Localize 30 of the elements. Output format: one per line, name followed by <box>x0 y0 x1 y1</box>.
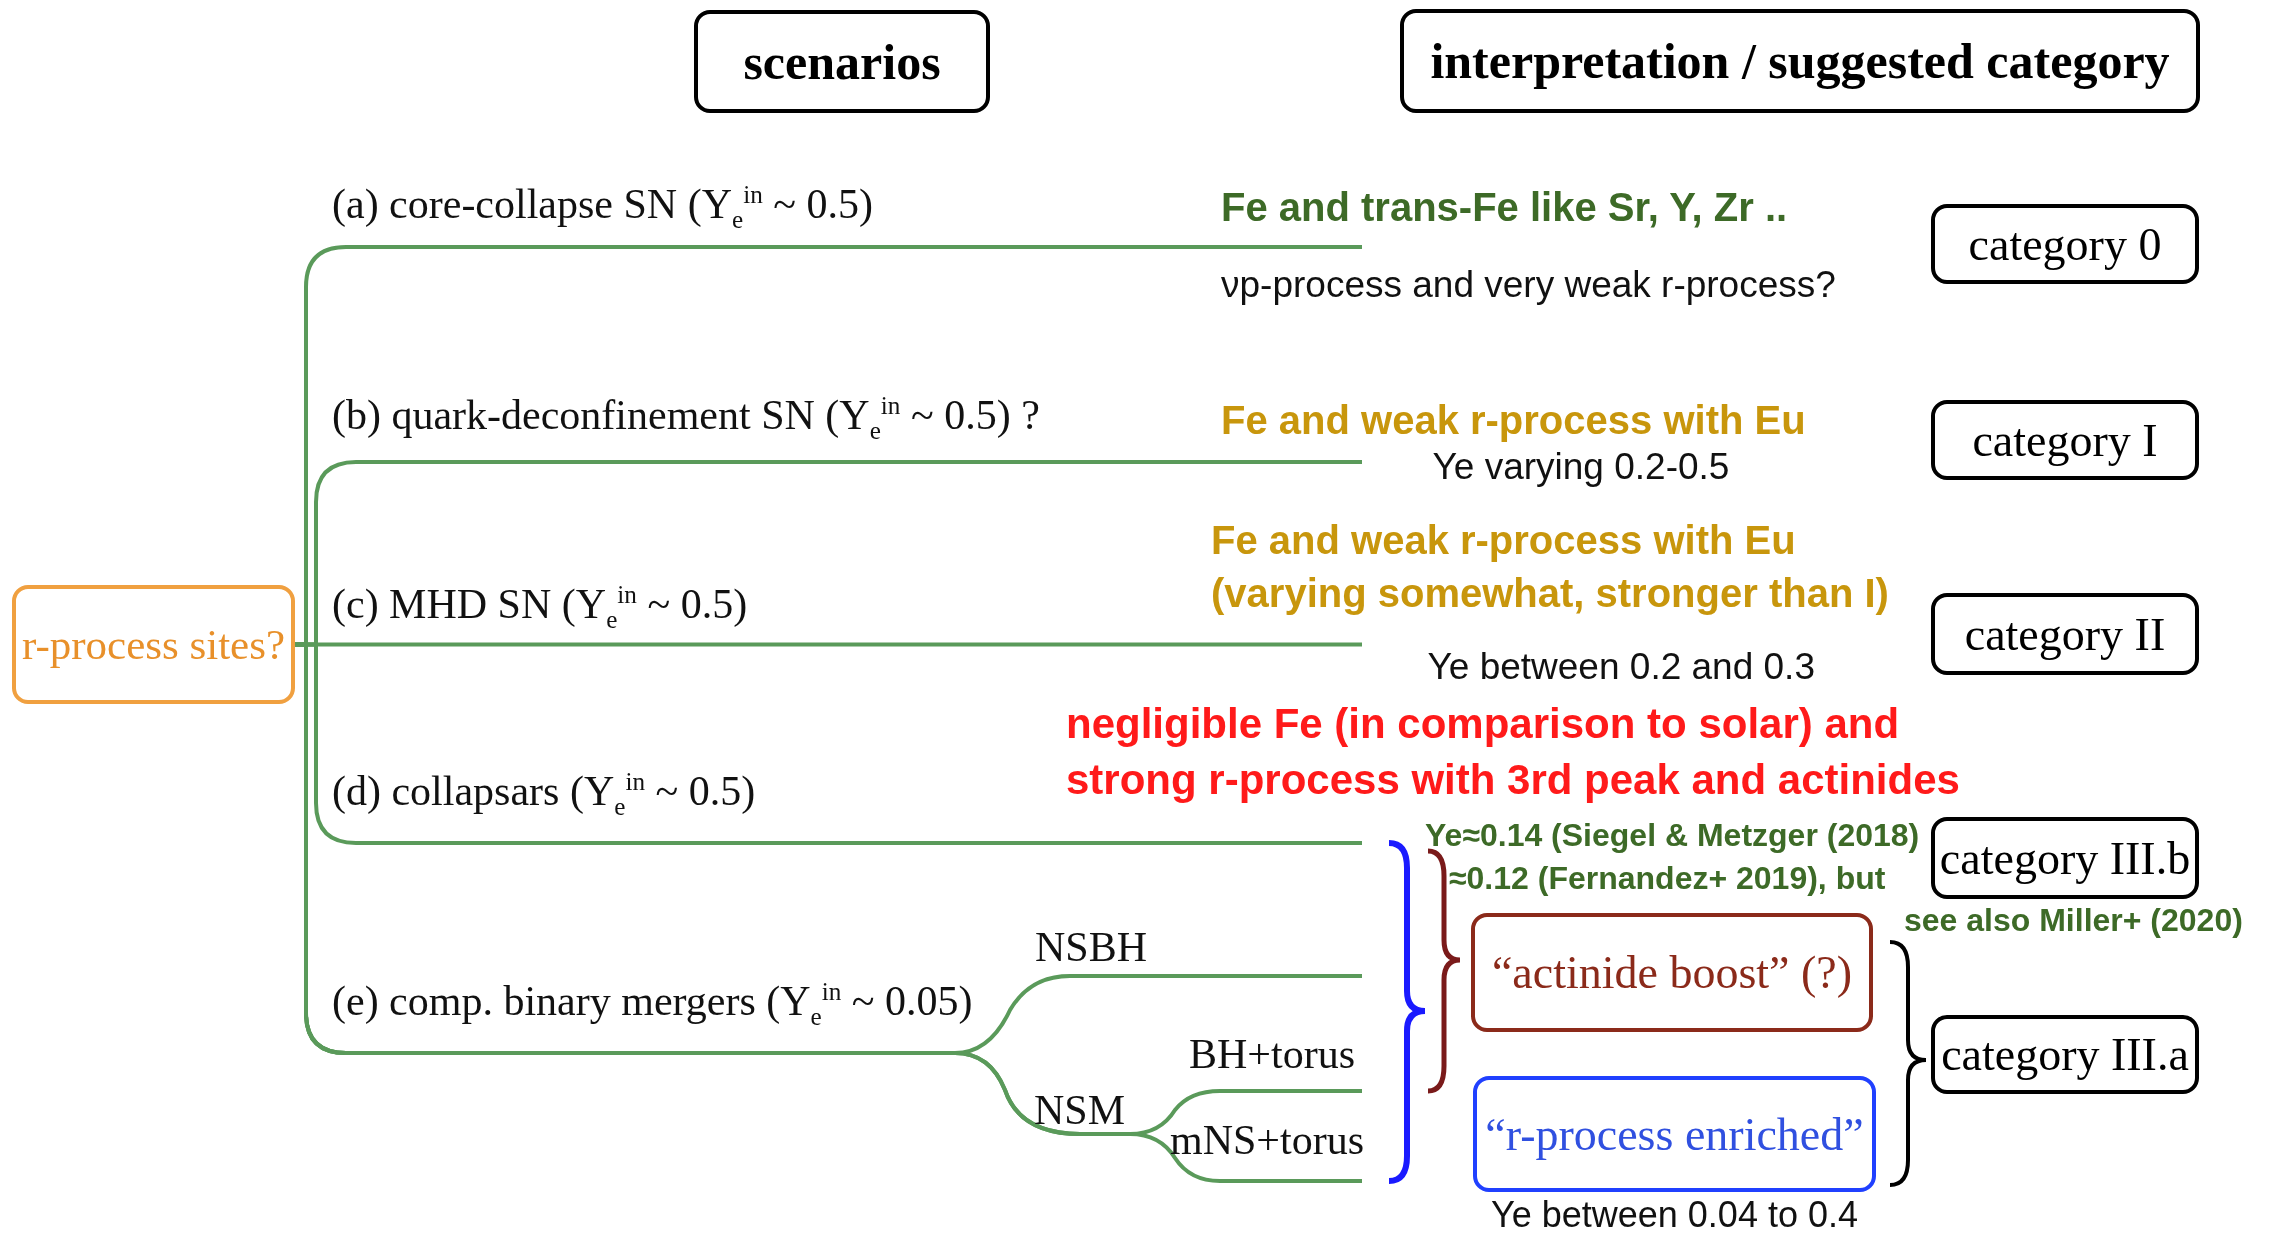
root-box: r-process sites? <box>12 585 295 704</box>
scenario-label: (e) comp. binary mergers (Y$_{e}$$^{in}$ ~ 0.05) <box>332 977 973 1031</box>
scenario-label: (b) quark-deconfinement SN (Y$_{e}$$^{in}$ ~ 0.5) ? <box>332 391 1040 445</box>
category-box: category III.b <box>1931 817 2199 899</box>
category-box: category I <box>1931 400 2199 480</box>
scenario-label: (a) core-collapse SN (Y$_{e}$$^{in}$ ~ 0.5) <box>332 180 873 234</box>
heading-box: scenarios <box>694 10 990 113</box>
interpretation-text: Fe and weak r-process with Eu <box>1221 397 1806 443</box>
note-text: Ye between 0.2 and 0.3 <box>1427 646 1815 688</box>
note-text: Ye between 0.04 to 0.4 <box>1491 1194 1858 1236</box>
branch-label: mNS+torus <box>1170 1116 1365 1164</box>
heading-box: interpretation / suggested category <box>1400 9 2200 113</box>
scenario-label: (c) MHD SN (Y$_{e}$$^{in}$ ~ 0.5) <box>332 580 748 634</box>
category-box: category III.a <box>1931 1015 2199 1094</box>
interpretation-text: Fe and weak r-process with Eu <box>1211 517 1796 563</box>
branch-label: NSBH <box>1035 923 1148 971</box>
note-text: Ye varying 0.2-0.5 <box>1432 446 1730 488</box>
interpretation-text: negligible Fe (in comparison to solar) and strong r-process with 3rd peak and actinides <box>1066 699 1961 805</box>
interpretation-text: (varying somewhat, stronger than I) <box>1211 570 1889 616</box>
note-text: Ye≈0.14 (Siegel & Metzger (2018) <box>1425 816 1920 854</box>
note-text: see also Miller+ (2020) <box>1904 901 2243 939</box>
branch-label: NSM <box>1034 1086 1126 1134</box>
result-box: “actinide boost” (?) <box>1471 913 1873 1032</box>
scenario-label: (d) collapsars (Y$_{e}$$^{in}$ ~ 0.5) <box>332 767 756 821</box>
branch-label: BH+torus <box>1189 1030 1356 1078</box>
interpretation-text: Fe and trans-Fe like Sr, Y, Zr .. <box>1221 184 1788 230</box>
note-text: νp-process and very weak r-process? <box>1221 264 1836 306</box>
note-text: ≈0.12 (Fernandez+ 2019), but <box>1449 859 1886 897</box>
category-box: category II <box>1931 593 2199 675</box>
category-box: category 0 <box>1931 204 2199 284</box>
